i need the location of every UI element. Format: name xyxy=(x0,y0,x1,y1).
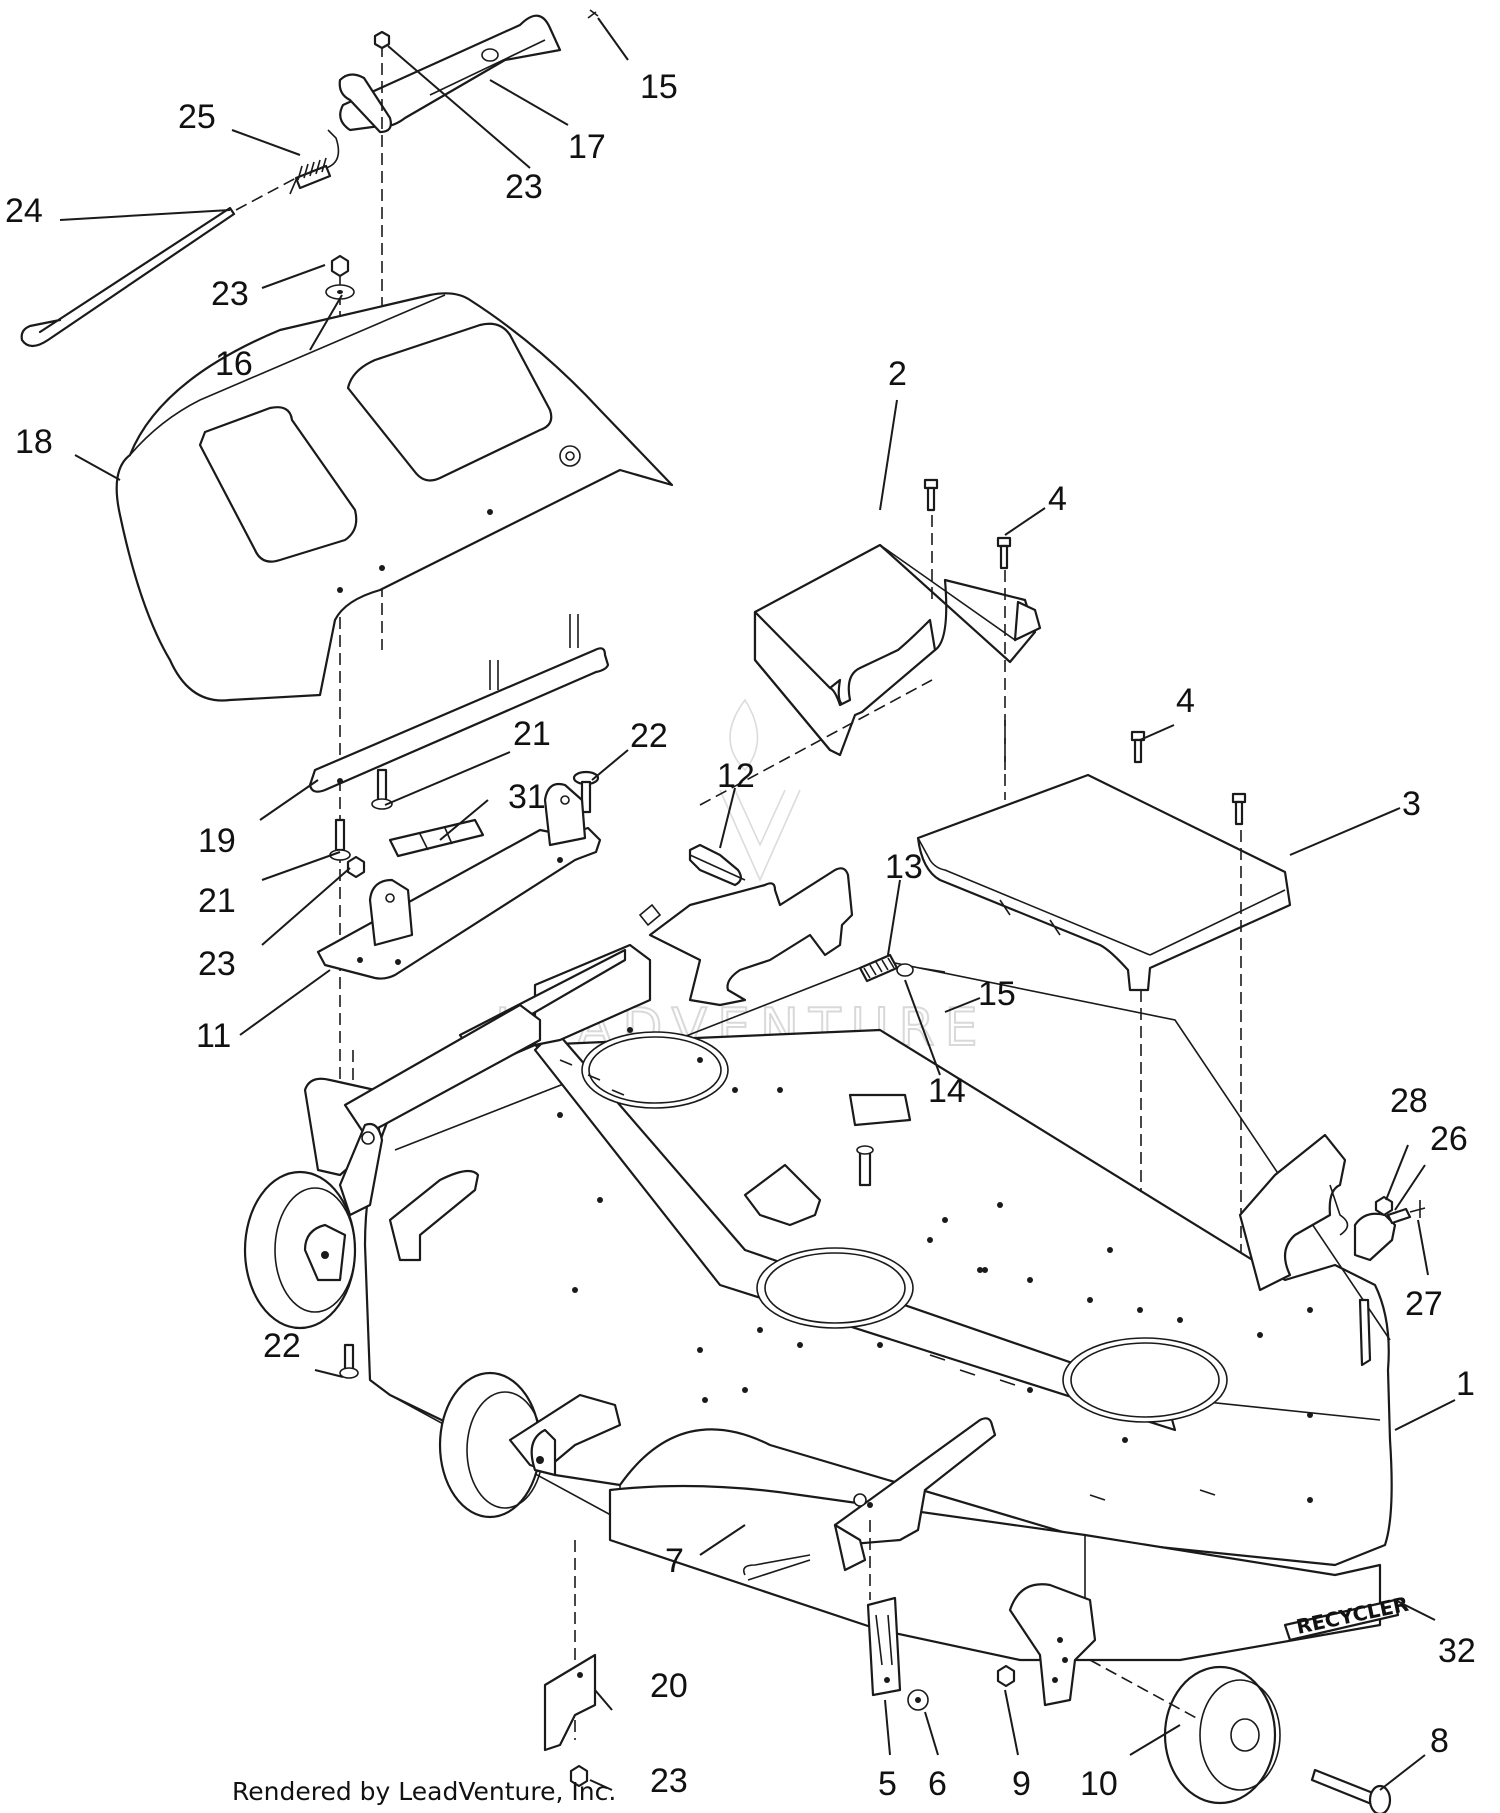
deck xyxy=(363,959,1393,1662)
callout-23b: 23 xyxy=(211,275,249,313)
left-hanger xyxy=(303,1003,542,1262)
cotter-pin-15 xyxy=(919,967,946,973)
callout-23d: 23 xyxy=(650,1762,688,1800)
washer-14 xyxy=(896,963,914,977)
callout-32: 32 xyxy=(1438,1632,1476,1670)
carriage-bolt-lower xyxy=(339,1343,359,1379)
callout-28: 28 xyxy=(1390,1082,1428,1120)
callout-8: 8 xyxy=(1430,1722,1449,1760)
callout-25: 25 xyxy=(178,98,216,136)
belt-cover-left xyxy=(753,543,1042,757)
bolt-4-d xyxy=(1231,792,1247,826)
callout-11: 11 xyxy=(196,1017,231,1055)
callout-12: 12 xyxy=(717,757,755,795)
height-link xyxy=(866,1596,902,1697)
callout-labels: 1 2 3 4 4 5 6 7 8 9 10 11 12 13 14 15 15… xyxy=(5,68,1476,1803)
nut-9 xyxy=(996,1664,1016,1688)
callout-17: 17 xyxy=(568,128,606,166)
cotter-pin-top xyxy=(587,9,599,19)
bolt-21-right xyxy=(371,768,393,810)
callout-3: 3 xyxy=(1402,785,1421,823)
front-bracket xyxy=(833,1417,997,1572)
bolt-4-a xyxy=(923,478,939,512)
callout-22a: 22 xyxy=(630,717,668,755)
callout-9: 9 xyxy=(1012,1765,1031,1803)
callout-23a: 23 xyxy=(505,168,543,206)
front-right-bracket xyxy=(1008,1583,1097,1707)
lift-rod xyxy=(20,177,297,348)
grease-fitting-assembly xyxy=(1353,1195,1426,1262)
callout-27: 27 xyxy=(1405,1285,1443,1323)
callout-23c: 23 xyxy=(198,945,236,983)
wheel-axle-bolt xyxy=(1310,1768,1392,1813)
nut-plate xyxy=(346,855,366,879)
mount-plate xyxy=(316,782,602,980)
callout-14: 14 xyxy=(928,1072,966,1110)
callout-16: 16 xyxy=(215,345,253,383)
foot-plate xyxy=(115,292,674,702)
nut-top xyxy=(373,30,391,50)
front-right-wheel xyxy=(1163,1665,1281,1805)
callout-24: 24 xyxy=(5,192,43,230)
front-left-wheel xyxy=(438,1371,622,1519)
render-credit: Rendered by LeadVenture, Inc. xyxy=(232,1777,616,1806)
callout-15b: 15 xyxy=(978,975,1016,1013)
callout-5: 5 xyxy=(878,1765,897,1803)
callout-13: 13 xyxy=(885,848,923,886)
callout-20: 20 xyxy=(650,1667,688,1705)
bolt-21-left xyxy=(329,818,351,861)
decal-31 xyxy=(388,818,485,858)
strap xyxy=(308,614,610,793)
callout-6: 6 xyxy=(928,1765,947,1803)
callout-26: 26 xyxy=(1430,1120,1468,1158)
callout-21a: 21 xyxy=(513,715,551,753)
callout-18: 18 xyxy=(15,423,53,461)
leader-lines xyxy=(59,17,1456,1791)
callout-4a: 4 xyxy=(1048,480,1067,518)
spring-13 xyxy=(858,953,899,983)
callout-7: 7 xyxy=(665,1542,684,1580)
belt-cover-right xyxy=(916,773,1292,992)
left-rear-wheel xyxy=(243,1170,357,1330)
bracket-20 xyxy=(543,1653,597,1752)
callout-4b: 4 xyxy=(1176,682,1195,720)
bolt-4-b xyxy=(996,536,1012,570)
callout-2: 2 xyxy=(888,355,907,393)
callout-22b: 22 xyxy=(263,1327,301,1365)
callout-31: 31 xyxy=(508,778,546,816)
callout-1: 1 xyxy=(1456,1365,1475,1403)
nut-bottom xyxy=(569,1764,589,1788)
u-pin xyxy=(688,843,746,887)
lift-bracket xyxy=(338,14,562,134)
callout-19: 19 xyxy=(198,822,236,860)
extension-spring xyxy=(289,129,340,195)
callout-15a: 15 xyxy=(640,68,678,106)
callout-10: 10 xyxy=(1080,1765,1118,1803)
bolt-4-c xyxy=(1130,730,1146,764)
callout-21b: 21 xyxy=(198,882,236,920)
hairpin xyxy=(742,1554,811,1581)
nut-upper xyxy=(330,254,350,278)
washer-6 xyxy=(907,1689,929,1711)
